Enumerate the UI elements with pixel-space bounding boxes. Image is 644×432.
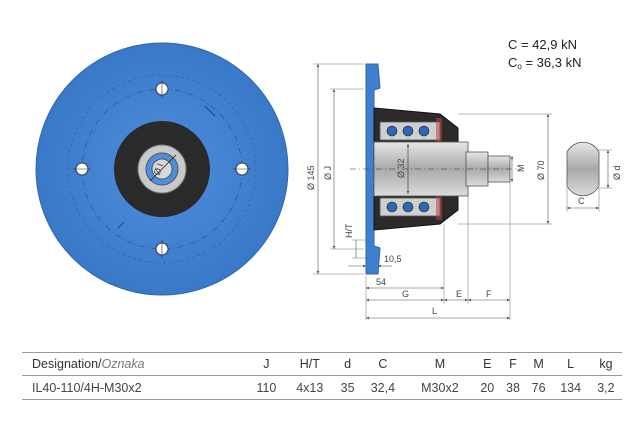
col-E: E	[474, 352, 501, 376]
label-bolt-circle: Ø J	[323, 166, 333, 180]
dia-indicator	[149, 154, 177, 182]
label-shaft-dia: Ø d	[612, 165, 622, 180]
label-dist-54: 54	[376, 277, 386, 287]
col-M: M	[525, 352, 552, 376]
label-G: G	[402, 289, 409, 299]
cell-designation: IL40-110/4H-M30x2	[22, 375, 249, 400]
cell-J: 110	[248, 375, 285, 400]
cell-kg: 3,2	[589, 375, 622, 400]
table-header-row: Designation/Oznaka J H/T d C M E F M L k…	[22, 352, 622, 376]
section-view: Ø 145 Ø J Ø 32 M Ø 70 H/T 10,5 54 G E	[306, 63, 552, 320]
technical-drawing: Ø I Ø 145	[35, 42, 622, 320]
label-outer-dia: Ø 70	[536, 160, 546, 180]
cell-M: 76	[525, 375, 552, 400]
label-L: L	[432, 306, 437, 316]
label-flange-thk: 10,5	[384, 254, 402, 264]
col-J: J	[248, 352, 285, 376]
hub-ring	[67, 74, 257, 264]
col-kg: kg	[589, 352, 622, 376]
label-shaft-flat: C	[578, 196, 585, 206]
shaft-profile	[566, 141, 600, 197]
cell-L: 134	[551, 375, 590, 400]
label-hole: H/T	[344, 223, 354, 238]
label-flange-dia: Ø 145	[306, 165, 316, 190]
label-thread: M	[516, 165, 526, 173]
cell-E: 20	[474, 375, 501, 400]
spec-table: Designation/Oznaka J H/T d C M E F M L k…	[22, 352, 622, 400]
col-L: L	[551, 352, 590, 376]
col-F: F	[500, 352, 526, 376]
cell-HT: 4x13	[284, 375, 335, 400]
col-designation: Designation/Oznaka	[22, 352, 249, 376]
shaft-cross-section: Ø d C	[566, 141, 622, 212]
label-F: F	[486, 289, 492, 299]
dynamic-load-rating: C = 42,9 kN	[508, 37, 578, 52]
label-bore: Ø 32	[396, 158, 406, 178]
label-inner-dia: Ø I	[152, 162, 166, 177]
col-d: d	[334, 352, 361, 376]
cell-M-thread: M30x2	[405, 375, 475, 400]
label-E: E	[456, 289, 462, 299]
static-load-rating: Co = 36,3 kN	[508, 55, 582, 71]
col-HT: H/T	[284, 352, 335, 376]
cell-d: 35	[334, 375, 361, 400]
col-M-thread: M	[405, 352, 475, 376]
col-C: C	[360, 352, 406, 376]
cell-F: 38	[500, 375, 526, 400]
table-row: IL40-110/4H-M30x2 110 4x13 35 32,4 M30x2…	[22, 375, 622, 400]
front-view: Ø I	[35, 42, 289, 296]
cell-C: 32,4	[360, 375, 406, 400]
